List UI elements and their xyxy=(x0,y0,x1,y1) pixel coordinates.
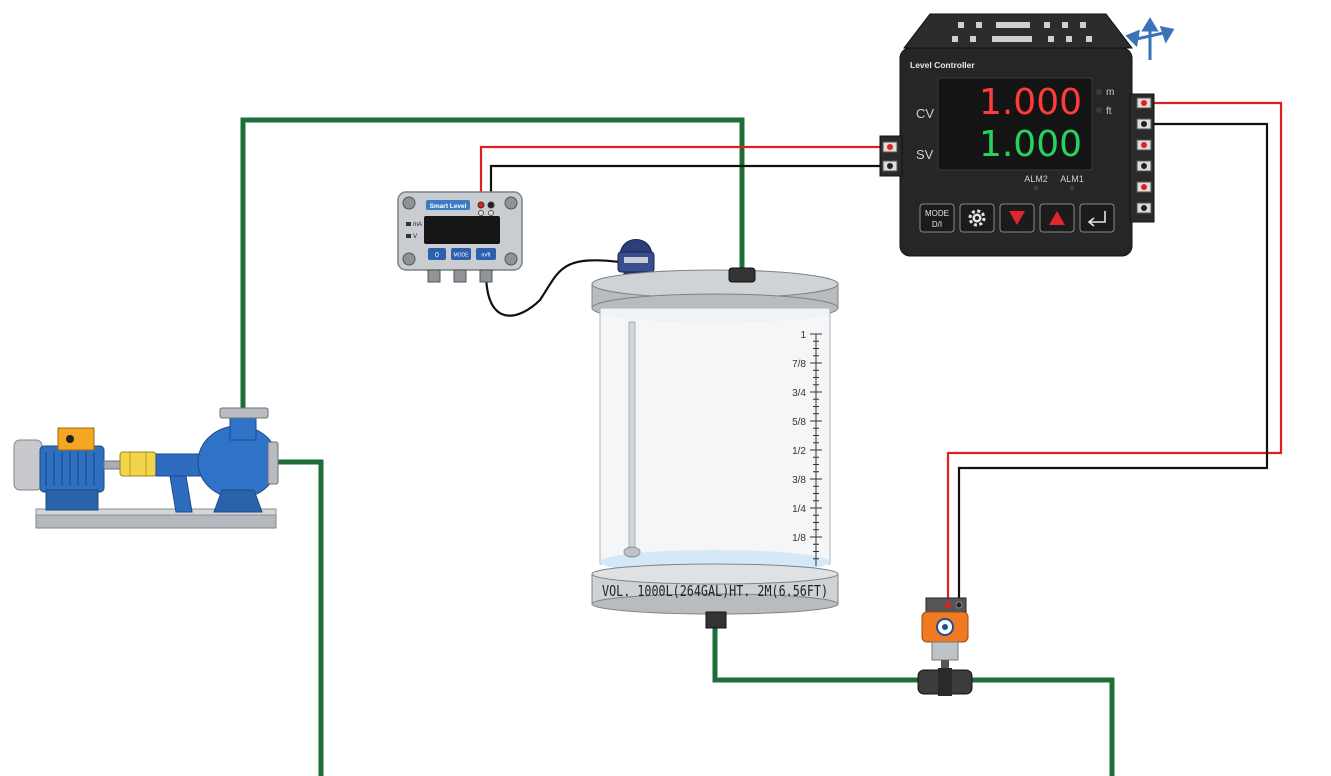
scale-label: 1/8 xyxy=(792,533,806,544)
sv-label: SV xyxy=(916,147,934,162)
svg-text:MODE: MODE xyxy=(925,209,949,218)
pump-baseplate-top xyxy=(35,508,277,516)
transmitter-button-mode[interactable]: MODE xyxy=(451,248,471,260)
controller-display xyxy=(937,77,1093,171)
svg-text:D/I: D/I xyxy=(932,220,942,229)
scale-label: 1/4 xyxy=(792,504,806,515)
unit-ft-label: ft xyxy=(1106,106,1112,117)
pump-coupling xyxy=(119,451,157,477)
pipe-pump-to-tank xyxy=(240,117,745,410)
cv-label: CV xyxy=(916,106,934,121)
cv-value: 1.000 xyxy=(979,82,1082,123)
terminal-black xyxy=(487,201,495,209)
enter-return-icon xyxy=(1087,211,1106,227)
transmitter-ma-label: mA xyxy=(413,222,422,228)
pump-baseplate xyxy=(35,513,277,529)
controller-top-housing xyxy=(902,13,1134,49)
level-transmitter: Smart Level mA V 0 MODE m/ft xyxy=(397,191,523,283)
scale-label: 3/8 xyxy=(792,475,806,486)
pipe-tank-outlet xyxy=(712,628,920,683)
control-valve[interactable] xyxy=(917,597,973,696)
scale-label: 1 xyxy=(800,330,806,341)
motor-foot xyxy=(45,489,99,511)
svg-text:MODE: MODE xyxy=(454,253,470,259)
centrifugal-pump[interactable] xyxy=(13,407,279,529)
pipe-valve-outlet xyxy=(970,677,1115,776)
motor-terminal-dot xyxy=(66,435,74,443)
sv-value: 1.000 xyxy=(979,124,1082,165)
scale-label: 7/8 xyxy=(792,359,806,370)
enter-button[interactable] xyxy=(1079,203,1115,233)
up-button[interactable] xyxy=(1039,203,1075,233)
wire-black-transmitter xyxy=(489,164,884,204)
terminal-red xyxy=(477,201,485,209)
pump-suction-neck xyxy=(229,417,257,441)
transmitter-v-label: V xyxy=(413,234,417,240)
pump-suction-flange xyxy=(219,407,269,419)
scale-label: 3/4 xyxy=(792,388,806,399)
transmitter-title: Smart Level xyxy=(430,203,467,210)
controller-input-terminals xyxy=(879,135,903,177)
tank-outlet xyxy=(705,611,727,629)
transmitter-title-plate xyxy=(426,200,470,210)
pipe-pump-outlet xyxy=(276,459,324,776)
pump-volute-foot xyxy=(213,489,263,513)
controller-title: Level Controller xyxy=(910,60,975,70)
sensor-cable xyxy=(484,259,621,317)
scale-label: 1/2 xyxy=(792,446,806,457)
unit-m-label: m xyxy=(1106,87,1114,98)
wire-red-transmitter xyxy=(479,145,884,204)
wire-red-valve xyxy=(946,101,1283,602)
controller-output-terminals xyxy=(1129,93,1155,223)
pump-pedestal xyxy=(169,475,193,513)
svg-text:m/ft: m/ft xyxy=(481,253,491,259)
tank-label: VOL. 1000L(264GAL)HT. 2M(6.56FT) xyxy=(602,582,828,600)
alm1-label: ALM1 xyxy=(1060,174,1084,184)
transmitter-button-unit[interactable]: m/ft xyxy=(476,248,496,260)
vent-slots xyxy=(952,22,1092,42)
triangle-down-icon xyxy=(1009,211,1025,225)
tank-inlet-nozzle xyxy=(728,267,756,283)
motor-shaft xyxy=(103,460,123,470)
wire-black-valve xyxy=(957,122,1269,602)
settings-button[interactable] xyxy=(959,203,995,233)
motor-endcap xyxy=(13,439,43,491)
level-scale: 1 7/8 3/4 5/8 1/2 3/8 1/4 1/8 xyxy=(792,330,822,566)
transmitter-display xyxy=(424,216,500,244)
transmitter-button-zero[interactable]: 0 xyxy=(428,248,446,260)
cable-glands xyxy=(427,269,493,283)
move-arrows-icon[interactable] xyxy=(1125,17,1175,60)
pump-discharge-flange xyxy=(267,441,279,485)
down-button[interactable] xyxy=(999,203,1035,233)
motor-terminal-box xyxy=(57,427,95,451)
svg-text:0: 0 xyxy=(435,252,439,259)
gear-icon xyxy=(968,209,986,227)
triangle-up-icon xyxy=(1049,211,1065,225)
tank-body xyxy=(599,307,831,565)
level-controller: Level Controller CV SV 1.000 1.000 m ft … xyxy=(879,13,1155,257)
mode-di-button[interactable]: MODE D/I xyxy=(919,203,955,233)
scale-label: 5/8 xyxy=(792,417,806,428)
alm2-label: ALM2 xyxy=(1024,174,1048,184)
pipe-network xyxy=(240,117,1115,776)
storage-tank: 1 7/8 3/4 5/8 1/2 3/8 1/4 1/8 VOL. 1000L(264GAL… xyxy=(591,267,839,629)
